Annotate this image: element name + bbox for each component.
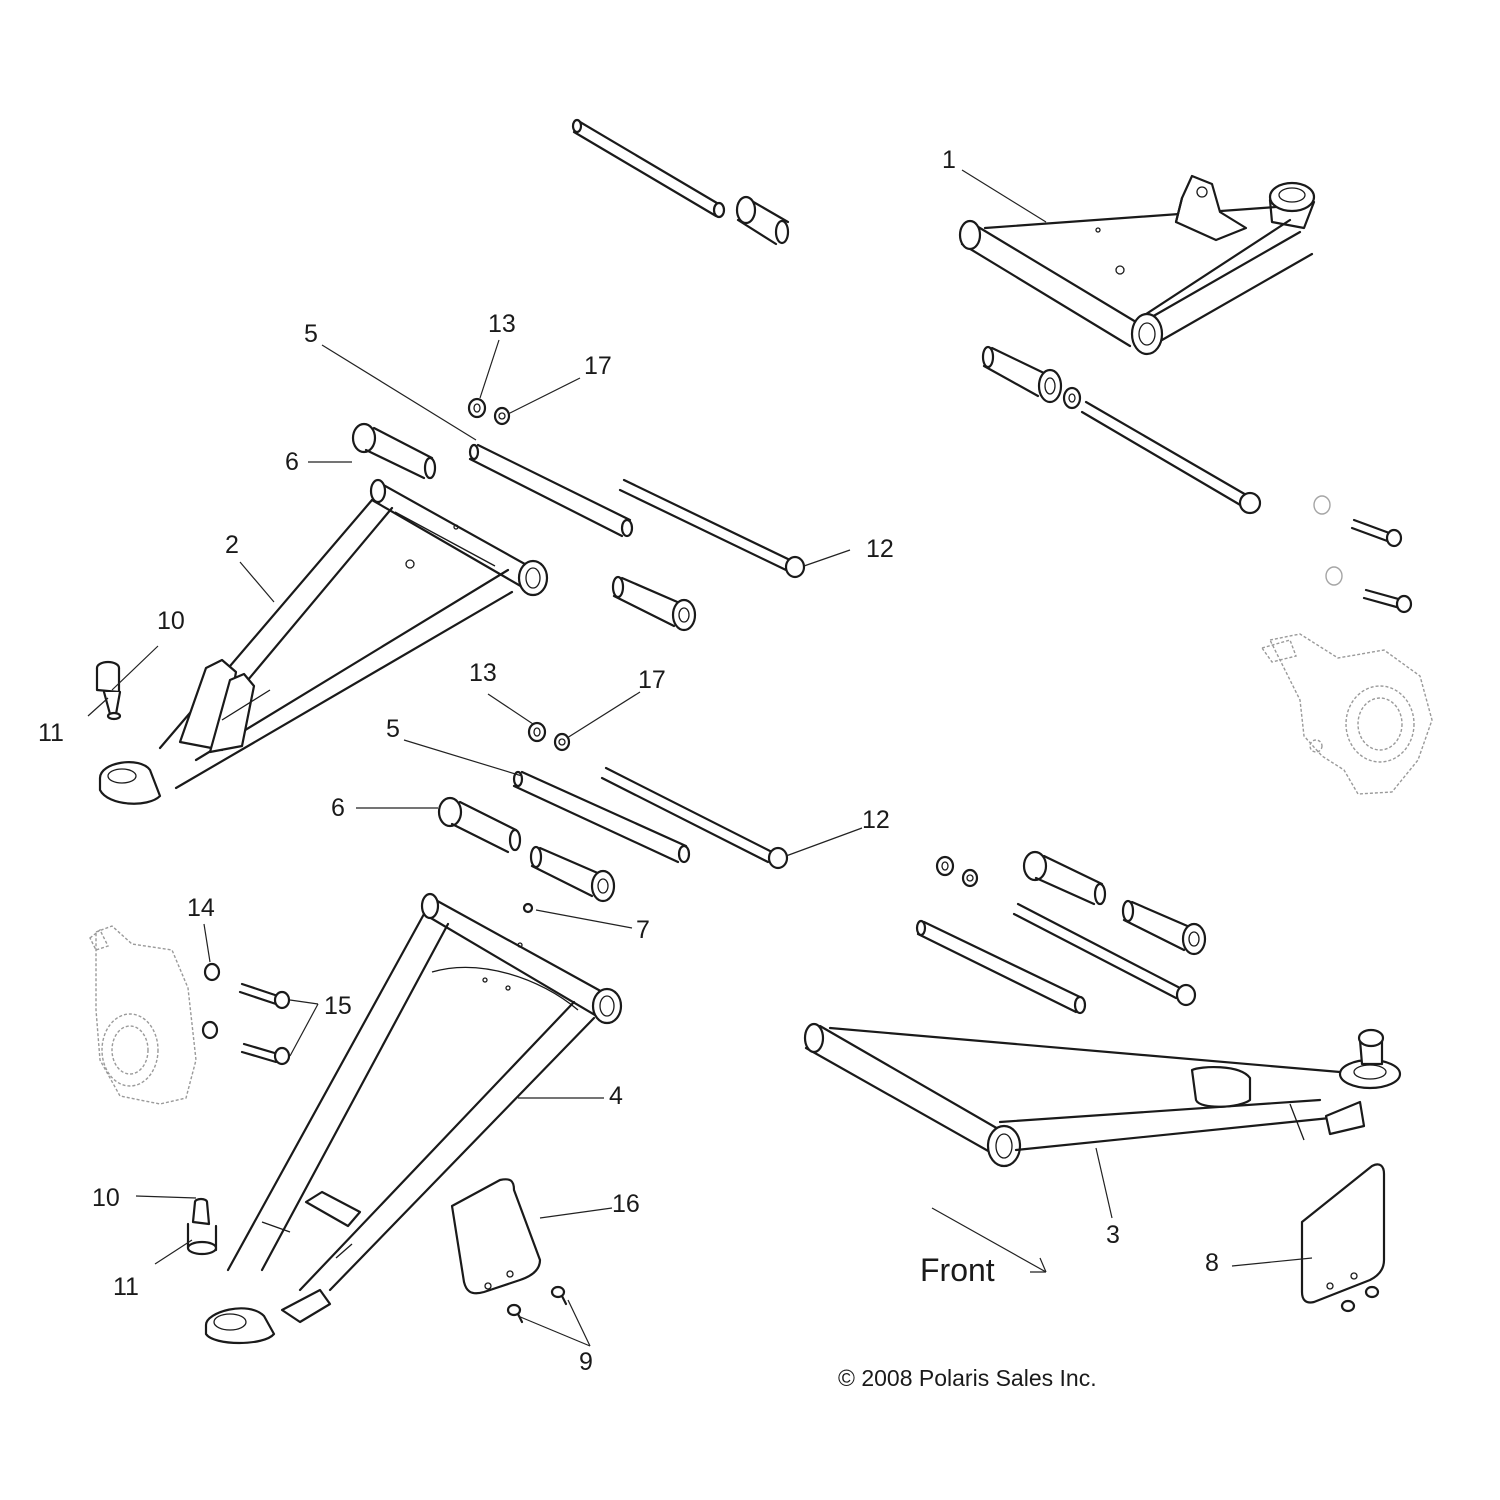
pivot-pin-5-mid (512, 770, 691, 864)
callout-10-top: 10 (157, 607, 185, 635)
nut-washer-right-lower (935, 855, 979, 888)
callout-7: 7 (636, 916, 650, 944)
bolt-right-lower (1012, 902, 1197, 1007)
front-label: Front (920, 1252, 995, 1288)
callout-3: 3 (1106, 1221, 1120, 1249)
upper-a-arm-right (958, 174, 1316, 356)
bushing-right-a (1022, 850, 1107, 906)
bushing-set-right-upper (981, 345, 1262, 515)
skid-plate-8 (1300, 1163, 1386, 1304)
hardware-right (1313, 495, 1413, 614)
nut-washer-mid (527, 721, 571, 752)
callout-14: 14 (187, 894, 215, 922)
callout-17-mid: 17 (638, 666, 666, 694)
front-direction-arrow (931, 1207, 1047, 1273)
callout-17-top: 17 (584, 352, 612, 380)
ball-joint-left-lower (186, 1197, 218, 1256)
ball-joint-left-upper (95, 660, 122, 721)
upper-a-arm-left (98, 478, 549, 805)
callout-13-mid: 13 (469, 659, 497, 687)
lower-a-arm-right (803, 1022, 1402, 1168)
skid-plate-16 (450, 1178, 542, 1295)
bushing-right-b (1121, 899, 1207, 956)
callout-5-mid: 5 (386, 715, 400, 743)
callout-6-top: 6 (285, 448, 299, 476)
bushing-lower-mid (529, 845, 616, 903)
pivot-pin-top (571, 118, 790, 246)
callout-5-top: 5 (304, 320, 318, 348)
leader-lines (87, 169, 1313, 1347)
callout-11-bottom: 11 (113, 1273, 139, 1301)
callout-6-mid: 6 (331, 794, 345, 822)
copyright-text: © 2008 Polaris Sales Inc. (838, 1365, 1097, 1391)
callout-1: 1 (942, 146, 956, 174)
nut-washer-top (467, 397, 511, 426)
callout-12-mid: 12 (862, 806, 890, 834)
bolt-12-mid (600, 766, 789, 870)
callout-9: 9 (579, 1348, 593, 1376)
callout-2: 2 (225, 531, 239, 559)
callout-12-top: 12 (866, 535, 894, 563)
screws-9 (506, 1285, 568, 1324)
callout-8: 8 (1205, 1249, 1219, 1277)
lower-a-arm-left (204, 892, 623, 1344)
grease-fitting-7 (522, 902, 534, 914)
pivot-pin-5-top (468, 443, 634, 538)
callout-13-top: 13 (488, 310, 516, 338)
knuckle-bolts (201, 962, 291, 1066)
callout-15: 15 (324, 992, 352, 1020)
bushing-6-mid (437, 796, 522, 854)
bushing-6-top (351, 422, 437, 480)
bushing-mid-left (611, 575, 697, 632)
callout-16: 16 (612, 1190, 640, 1218)
steering-knuckle-right (1260, 633, 1433, 795)
bolt-12-top (618, 478, 806, 579)
pin-right-lower (915, 919, 1087, 1015)
callout-labels: 1 2 3 4 5 5 6 6 7 8 9 10 10 11 11 12 12 … (38, 146, 1219, 1376)
steering-knuckle-left (89, 925, 197, 1105)
callout-11-top: 11 (38, 719, 64, 747)
callout-4: 4 (609, 1082, 623, 1110)
screws-8 (1340, 1285, 1380, 1313)
callout-10-bottom: 10 (92, 1184, 120, 1212)
